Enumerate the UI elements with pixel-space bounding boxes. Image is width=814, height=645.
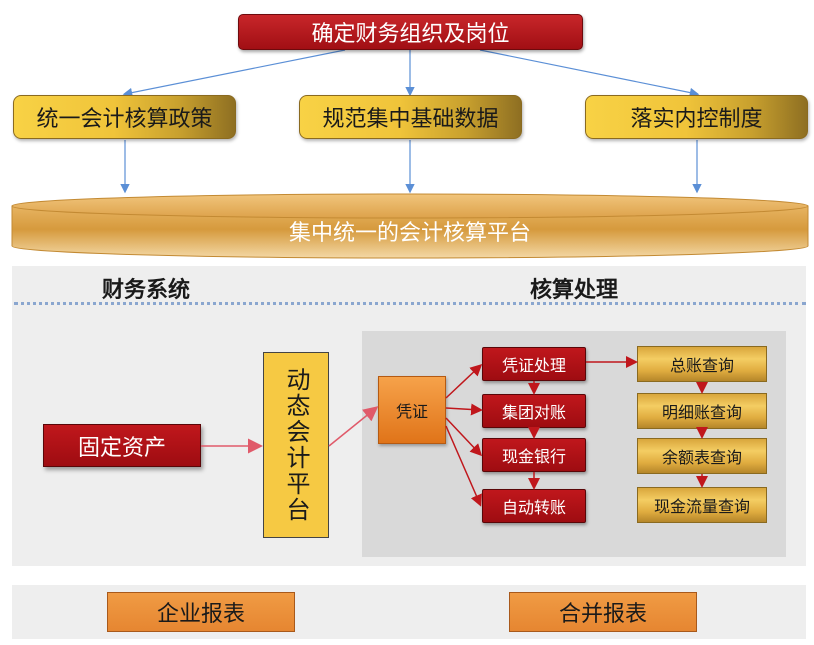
query-label: 明细账查询 — [661, 403, 742, 422]
process-label: 集团对账 — [501, 403, 566, 422]
pillar-label: 规范集中基础数据 — [322, 107, 499, 132]
query-label: 现金流量查询 — [653, 497, 750, 516]
voucher-label: 凭证 — [395, 402, 428, 421]
consolidated-report-box: 合并报表 — [509, 592, 697, 632]
fixed-assets-label: 固定资产 — [77, 435, 166, 461]
process-label: 现金银行 — [501, 447, 566, 466]
process-group-reconciliation: 集团对账 — [482, 394, 586, 428]
process-voucher-handling: 凭证处理 — [482, 347, 586, 381]
consolidated-report-label: 合并报表 — [558, 602, 647, 627]
fixed-assets-box: 固定资产 — [43, 424, 201, 467]
pillar-accounting-policy: 统一会计核算政策 — [13, 95, 236, 139]
query-label: 余额表查询 — [661, 448, 742, 467]
connector-left — [122, 49, 346, 98]
dynamic-platform-label: 动态会计平台 — [282, 367, 310, 523]
dynamic-platform-box: 动态会计平台 — [263, 352, 329, 538]
finance-system-heading: 财务系统 — [102, 278, 191, 303]
title-connectors — [120, 49, 702, 194]
process-label: 凭证处理 — [501, 356, 566, 375]
section-divider — [14, 302, 806, 305]
connector-right — [479, 49, 700, 98]
pillar-internal-control: 落实内控制度 — [585, 95, 808, 139]
process-auto-transfer: 自动转账 — [482, 489, 586, 523]
voucher-box: 凭证 — [378, 376, 446, 444]
platform-cylinder — [11, 193, 809, 259]
pillar-label: 统一会计核算政策 — [36, 107, 213, 132]
enterprise-report-label: 企业报表 — [156, 602, 245, 627]
process-cash-bank: 现金银行 — [482, 438, 586, 472]
process-label: 自动转账 — [501, 498, 566, 517]
query-label: 总账查询 — [669, 356, 734, 375]
query-detail-ledger: 明细账查询 — [637, 393, 767, 429]
accounting-heading: 核算处理 — [530, 278, 619, 303]
pillar-label: 落实内控制度 — [630, 107, 763, 132]
top-title: 确定财务组织及岗位 — [238, 14, 583, 50]
enterprise-report-box: 企业报表 — [107, 592, 295, 632]
query-balance-sheet: 余额表查询 — [637, 438, 767, 474]
pillar-base-data: 规范集中基础数据 — [299, 95, 522, 139]
query-cash-flow: 现金流量查询 — [637, 487, 767, 523]
platform-label: 集中统一的会计核算平台 — [288, 221, 531, 246]
query-general-ledger: 总账查询 — [637, 346, 767, 382]
